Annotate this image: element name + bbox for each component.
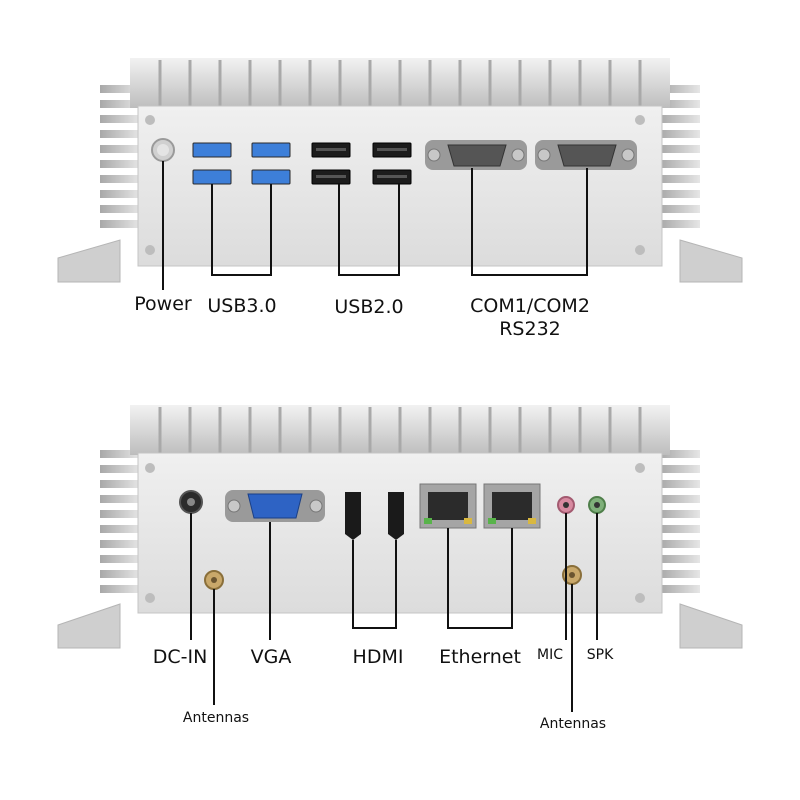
label-spk: SPK: [586, 647, 614, 663]
label-dc-in: DC-IN: [152, 646, 208, 668]
top-leader-lines: [162, 161, 588, 290]
mount-bracket-left: [57, 603, 121, 649]
label-mic: MIC: [537, 647, 563, 663]
vga-port-icon: [225, 490, 325, 522]
label-power: Power: [134, 293, 192, 315]
side-fins-right: [660, 450, 700, 593]
label-usb2: USB2.0: [334, 296, 404, 318]
com-ports: [425, 140, 637, 170]
label-usb3: USB3.0: [207, 295, 277, 317]
hdmi-ports-icon: [345, 492, 404, 540]
bottom-device: [57, 405, 743, 649]
mount-bracket-right: [679, 603, 743, 649]
top-device: [57, 58, 743, 283]
side-fins-left: [100, 450, 140, 593]
label-ethernet: Ethernet: [439, 646, 521, 668]
label-rs232: RS232: [499, 318, 561, 340]
label-antennas-right: Antennas: [539, 716, 607, 732]
label-hdmi: HDMI: [352, 646, 404, 668]
label-com: COM1/COM2: [470, 295, 590, 317]
antenna-connector-icon: [204, 570, 224, 590]
mount-bracket-right: [679, 239, 743, 283]
usb3-ports: [192, 142, 291, 185]
bottom-leader-lines: [190, 513, 598, 712]
side-fins-left: [100, 85, 140, 228]
label-vga: VGA: [250, 646, 292, 668]
side-fins-right: [660, 85, 700, 228]
mount-bracket-left: [57, 239, 121, 283]
label-antennas-left: Antennas: [182, 710, 250, 726]
